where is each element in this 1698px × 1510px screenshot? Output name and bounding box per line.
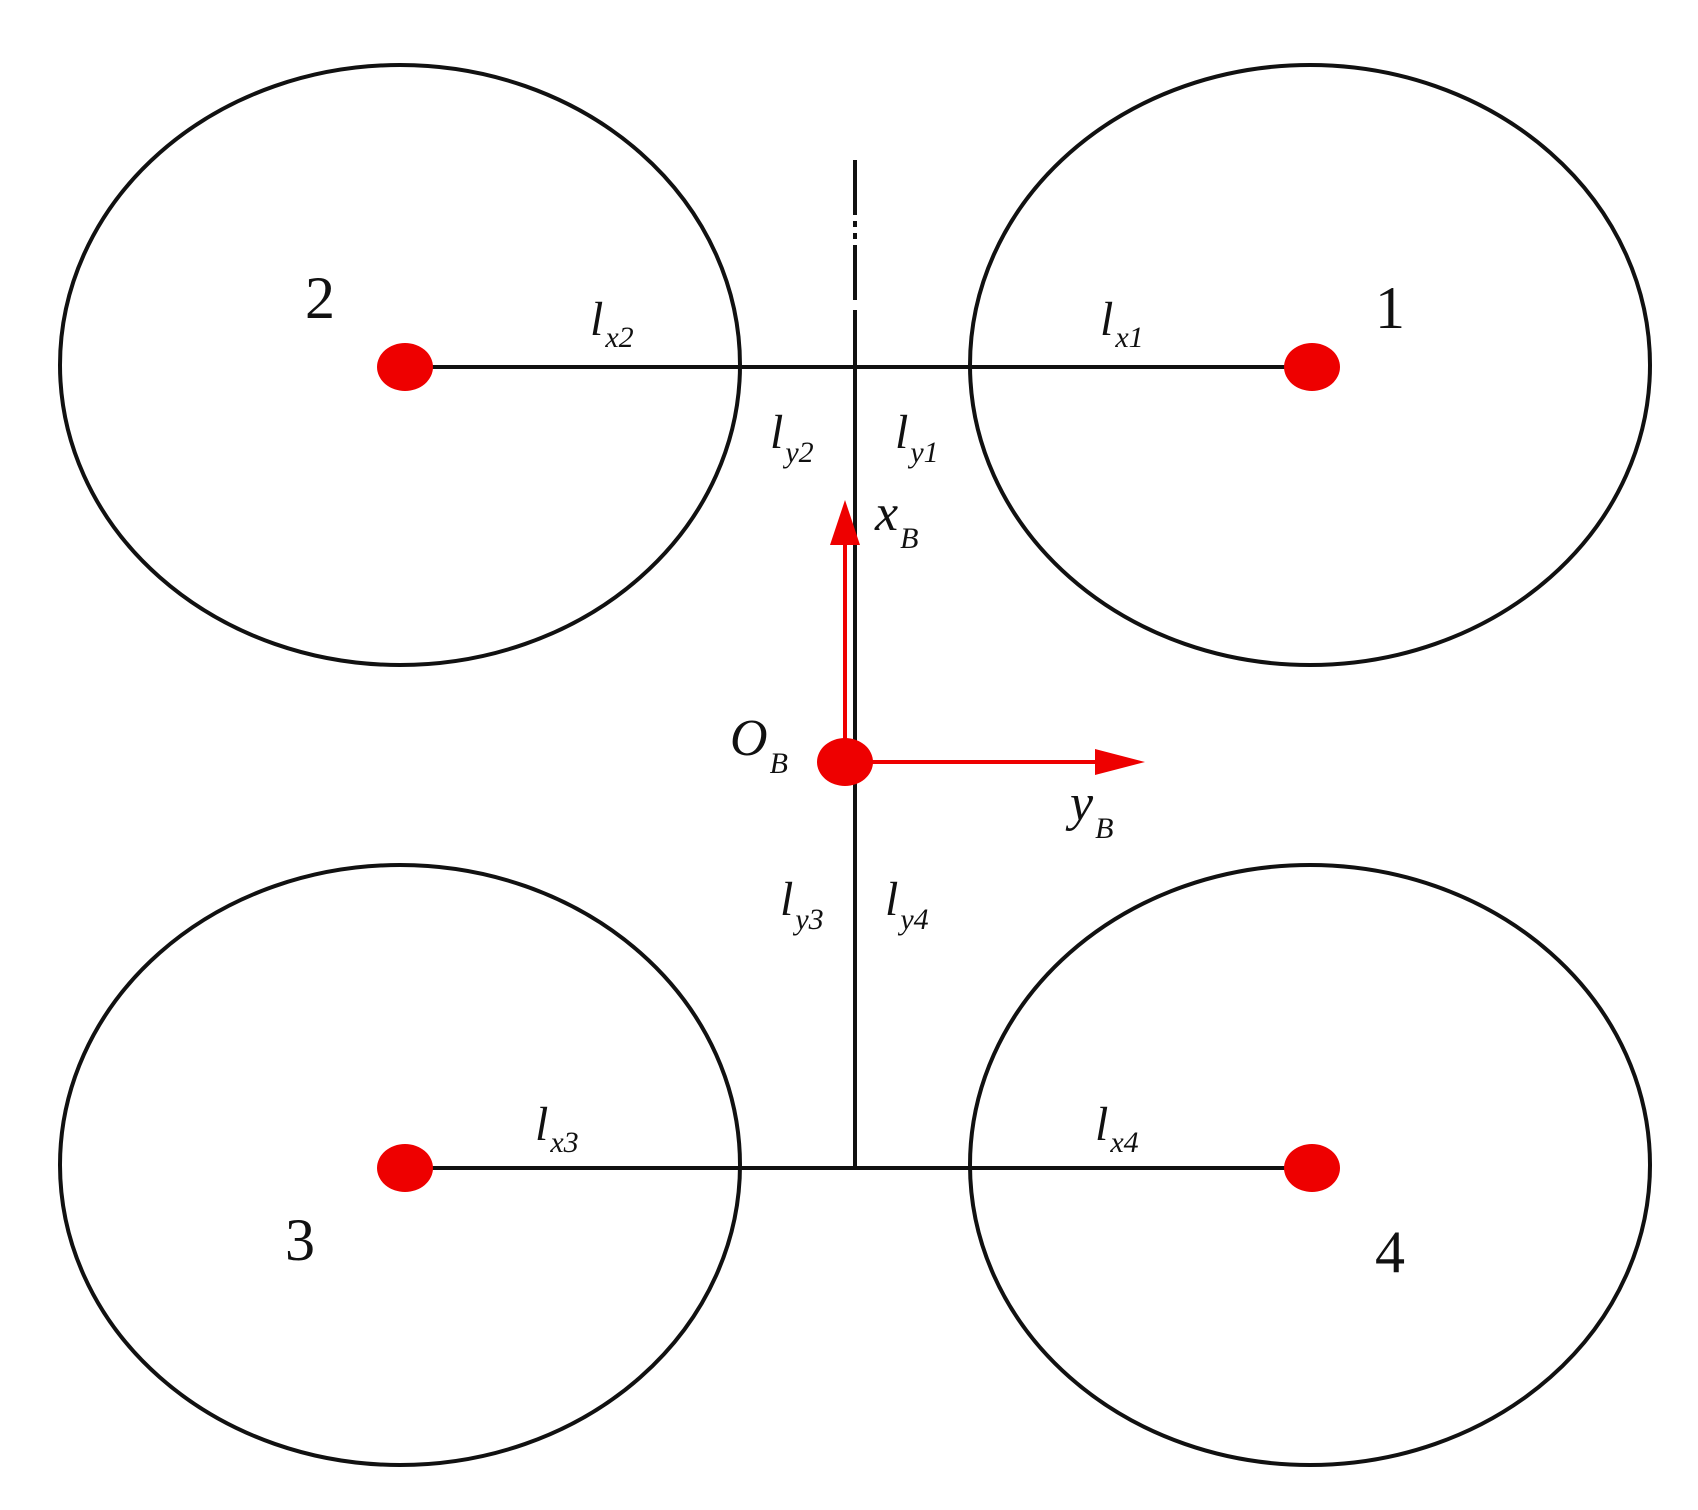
label-OB: OB — [730, 710, 788, 780]
label-xB: xB — [874, 485, 918, 555]
rotor-3-circle — [58, 863, 742, 1467]
y-axis-arrowhead — [1095, 749, 1145, 775]
label-lx1: lx1 — [1100, 293, 1144, 354]
label-lx2: lx2 — [590, 293, 634, 354]
rotor-1-center-point — [1284, 343, 1340, 391]
x-axis-arrowhead — [830, 500, 860, 545]
rotor-2-number: 2 — [305, 265, 335, 331]
label-ly2: ly2 — [770, 406, 814, 469]
label-ly4: ly4 — [885, 873, 929, 936]
rotor-4-center-point — [1284, 1144, 1340, 1192]
origin-point — [817, 738, 873, 786]
label-yB: yB — [1065, 775, 1113, 845]
rotor-4-number: 4 — [1375, 1219, 1405, 1285]
label-ly1: ly1 — [895, 406, 939, 469]
label-lx3: lx3 — [535, 1098, 579, 1159]
rotor-1-number: 1 — [1375, 275, 1405, 341]
rotor-3-center-point — [377, 1144, 433, 1192]
rotor-3-number: 3 — [285, 1207, 315, 1273]
label-ly3: ly3 — [780, 873, 824, 936]
rotor-2-center-point — [377, 343, 433, 391]
label-lx4: lx4 — [1095, 1098, 1139, 1159]
rotor-4-circle — [968, 863, 1652, 1467]
